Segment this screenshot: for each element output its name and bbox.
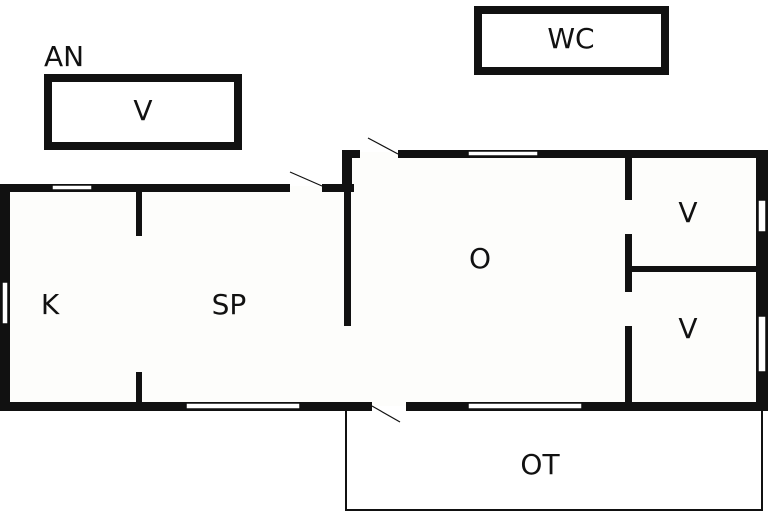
window [185,402,301,410]
wc-building [474,6,669,75]
window [467,402,583,410]
window [757,199,767,233]
interior-walls [136,156,760,406]
room-label-dining: SP [212,288,247,321]
door-swing [367,137,399,155]
window [1,281,9,325]
room-label-kitchen: K [41,288,60,321]
room-label-terrace: OT [520,448,560,481]
window [467,150,539,157]
room-label-v-upper: V [678,196,697,229]
room-label-annex-v: V [133,94,152,127]
window [51,184,93,191]
room-label-v-lower: V [678,312,697,345]
floor-fill [6,186,350,406]
doors [289,137,401,423]
terrace-outline [345,406,763,511]
door-swing [371,405,401,423]
room-label-wc: WC [547,22,594,55]
windows [1,150,767,410]
room-label-living: O [469,242,491,275]
annex-building [44,74,242,150]
door-swing [289,171,323,187]
annex-label: AN [44,40,84,73]
floor-fill-main [346,152,762,406]
window [757,315,767,373]
